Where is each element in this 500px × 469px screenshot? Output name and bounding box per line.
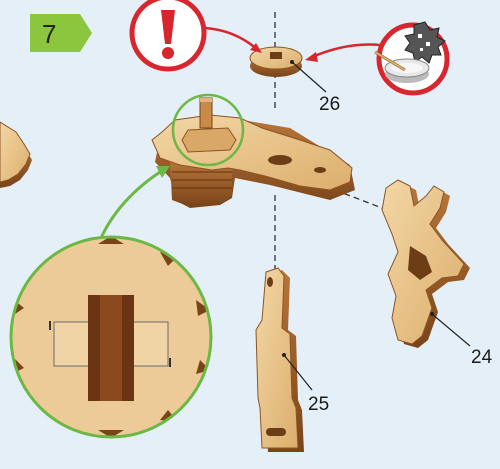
part-24-bracket — [382, 180, 470, 348]
exclamation-warning-icon — [132, 0, 204, 69]
step-number: 7 — [42, 19, 56, 50]
part-25-stick — [256, 268, 304, 452]
step-badge: 7 — [30, 14, 92, 52]
part-label-25: 25 — [308, 394, 329, 416]
step-badge-shape — [30, 14, 92, 52]
zoom-pointer-arrow — [100, 172, 160, 240]
partial-wood-piece-left — [0, 122, 32, 188]
glue-pot-icon — [375, 22, 447, 93]
part-label-26: 26 — [319, 94, 340, 116]
part-24-leader — [432, 314, 470, 346]
zoom-detail-circle — [11, 236, 211, 438]
warning-arrow — [205, 28, 258, 50]
part-26-leader — [292, 62, 326, 92]
part-label-24: 24 — [471, 347, 492, 369]
